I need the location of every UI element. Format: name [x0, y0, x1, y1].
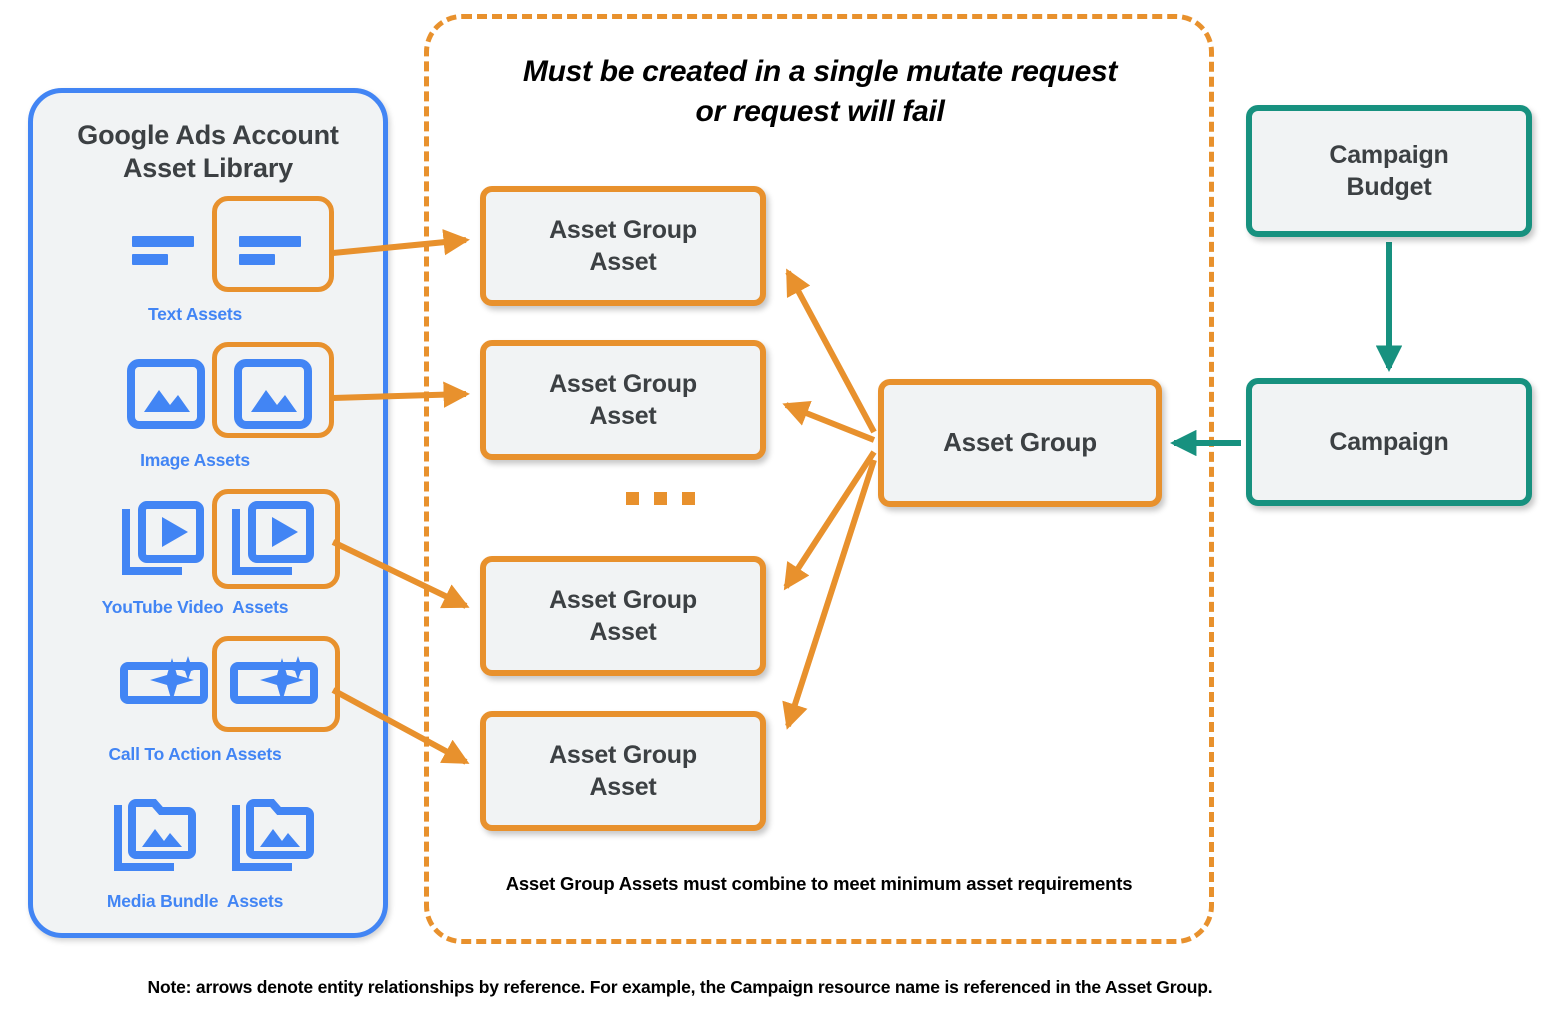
youtube-video-asset-icon-selected[interactable] — [230, 501, 318, 581]
youtube-video-asset-selection-box[interactable] — [212, 489, 340, 589]
asset-group-box[interactable]: Asset Group — [878, 379, 1162, 507]
mutate-header-line1: Must be created in a single mutate reque… — [522, 55, 1118, 88]
call-to-action-asset-icon-selected[interactable] — [230, 654, 318, 716]
campaign-budget-box[interactable]: Campaign Budget — [1246, 105, 1532, 237]
asset-group-asset-box-3[interactable]: Asset Group Asset — [480, 556, 766, 676]
ellipsis-dot-2 — [654, 492, 667, 505]
asset-label-bundle: Media Bundle Assets — [106, 891, 284, 911]
asset-group-label: Asset Group — [943, 427, 1097, 458]
diagram-note: Note: arrows denote entity relationships… — [147, 977, 1213, 997]
mutate-footer-note: Asset Group Assets must combine to meet … — [505, 873, 1133, 894]
asset-library-title-line2: Asset Library — [123, 153, 293, 184]
asset-group-asset-box-2[interactable]: Asset Group Asset — [480, 340, 766, 460]
asset-row-text: Text Assets — [30, 196, 360, 325]
call-to-action-asset-icon — [120, 656, 208, 704]
text-asset-icon-selected[interactable] — [233, 208, 313, 288]
text-asset-icon — [132, 236, 194, 265]
asset-library-title-line1: Google Ads Account — [77, 120, 339, 150]
asset-library-title: Google Ads Account Asset Library — [33, 119, 383, 186]
asset-group-asset-label-2: Asset Group Asset — [549, 369, 697, 431]
asset-row-cta: Call To Action Assets — [30, 636, 360, 765]
media-bundle-asset-icon-2 — [232, 799, 314, 871]
youtube-video-asset-icon — [122, 501, 204, 575]
asset-label-image: Image Assets — [140, 450, 250, 470]
asset-group-asset-box-1[interactable]: Asset Group Asset — [480, 186, 766, 306]
campaign-label: Campaign — [1329, 427, 1449, 456]
image-asset-selection-box[interactable] — [212, 342, 334, 438]
asset-row-image: Image Assets — [30, 342, 360, 471]
asset-row-bundle: Media Bundle Assets — [30, 787, 360, 912]
asset-row-video: YouTube Video Assets — [30, 489, 360, 618]
asset-label-video: YouTube Video Assets — [101, 597, 289, 617]
text-asset-selection-box[interactable] — [212, 196, 334, 292]
asset-group-asset-label-4: Asset Group Asset — [549, 740, 697, 802]
media-bundle-asset-icon — [114, 799, 196, 871]
asset-library-panel: Google Ads Account Asset Library — [28, 88, 388, 938]
asset-group-asset-label-3: Asset Group Asset — [549, 585, 697, 647]
mutate-header-line2: or request will fail — [695, 94, 945, 128]
campaign-box[interactable]: Campaign — [1246, 378, 1532, 506]
call-to-action-asset-selection-box[interactable] — [212, 636, 340, 732]
image-asset-icon — [127, 359, 205, 429]
campaign-budget-label: Campaign Budget — [1329, 140, 1449, 202]
asset-group-asset-label-1: Asset Group Asset — [549, 215, 697, 277]
asset-label-text: Text Assets — [147, 304, 243, 324]
asset-label-cta: Call To Action Assets — [108, 744, 282, 764]
mutate-request-header: Must be created in a single mutate reque… — [460, 52, 1180, 131]
ellipsis-dot-3 — [682, 492, 695, 505]
asset-group-asset-box-4[interactable]: Asset Group Asset — [480, 711, 766, 831]
image-asset-icon-selected[interactable] — [233, 354, 313, 434]
ellipsis-indicator — [626, 492, 695, 505]
ellipsis-dot-1 — [626, 492, 639, 505]
